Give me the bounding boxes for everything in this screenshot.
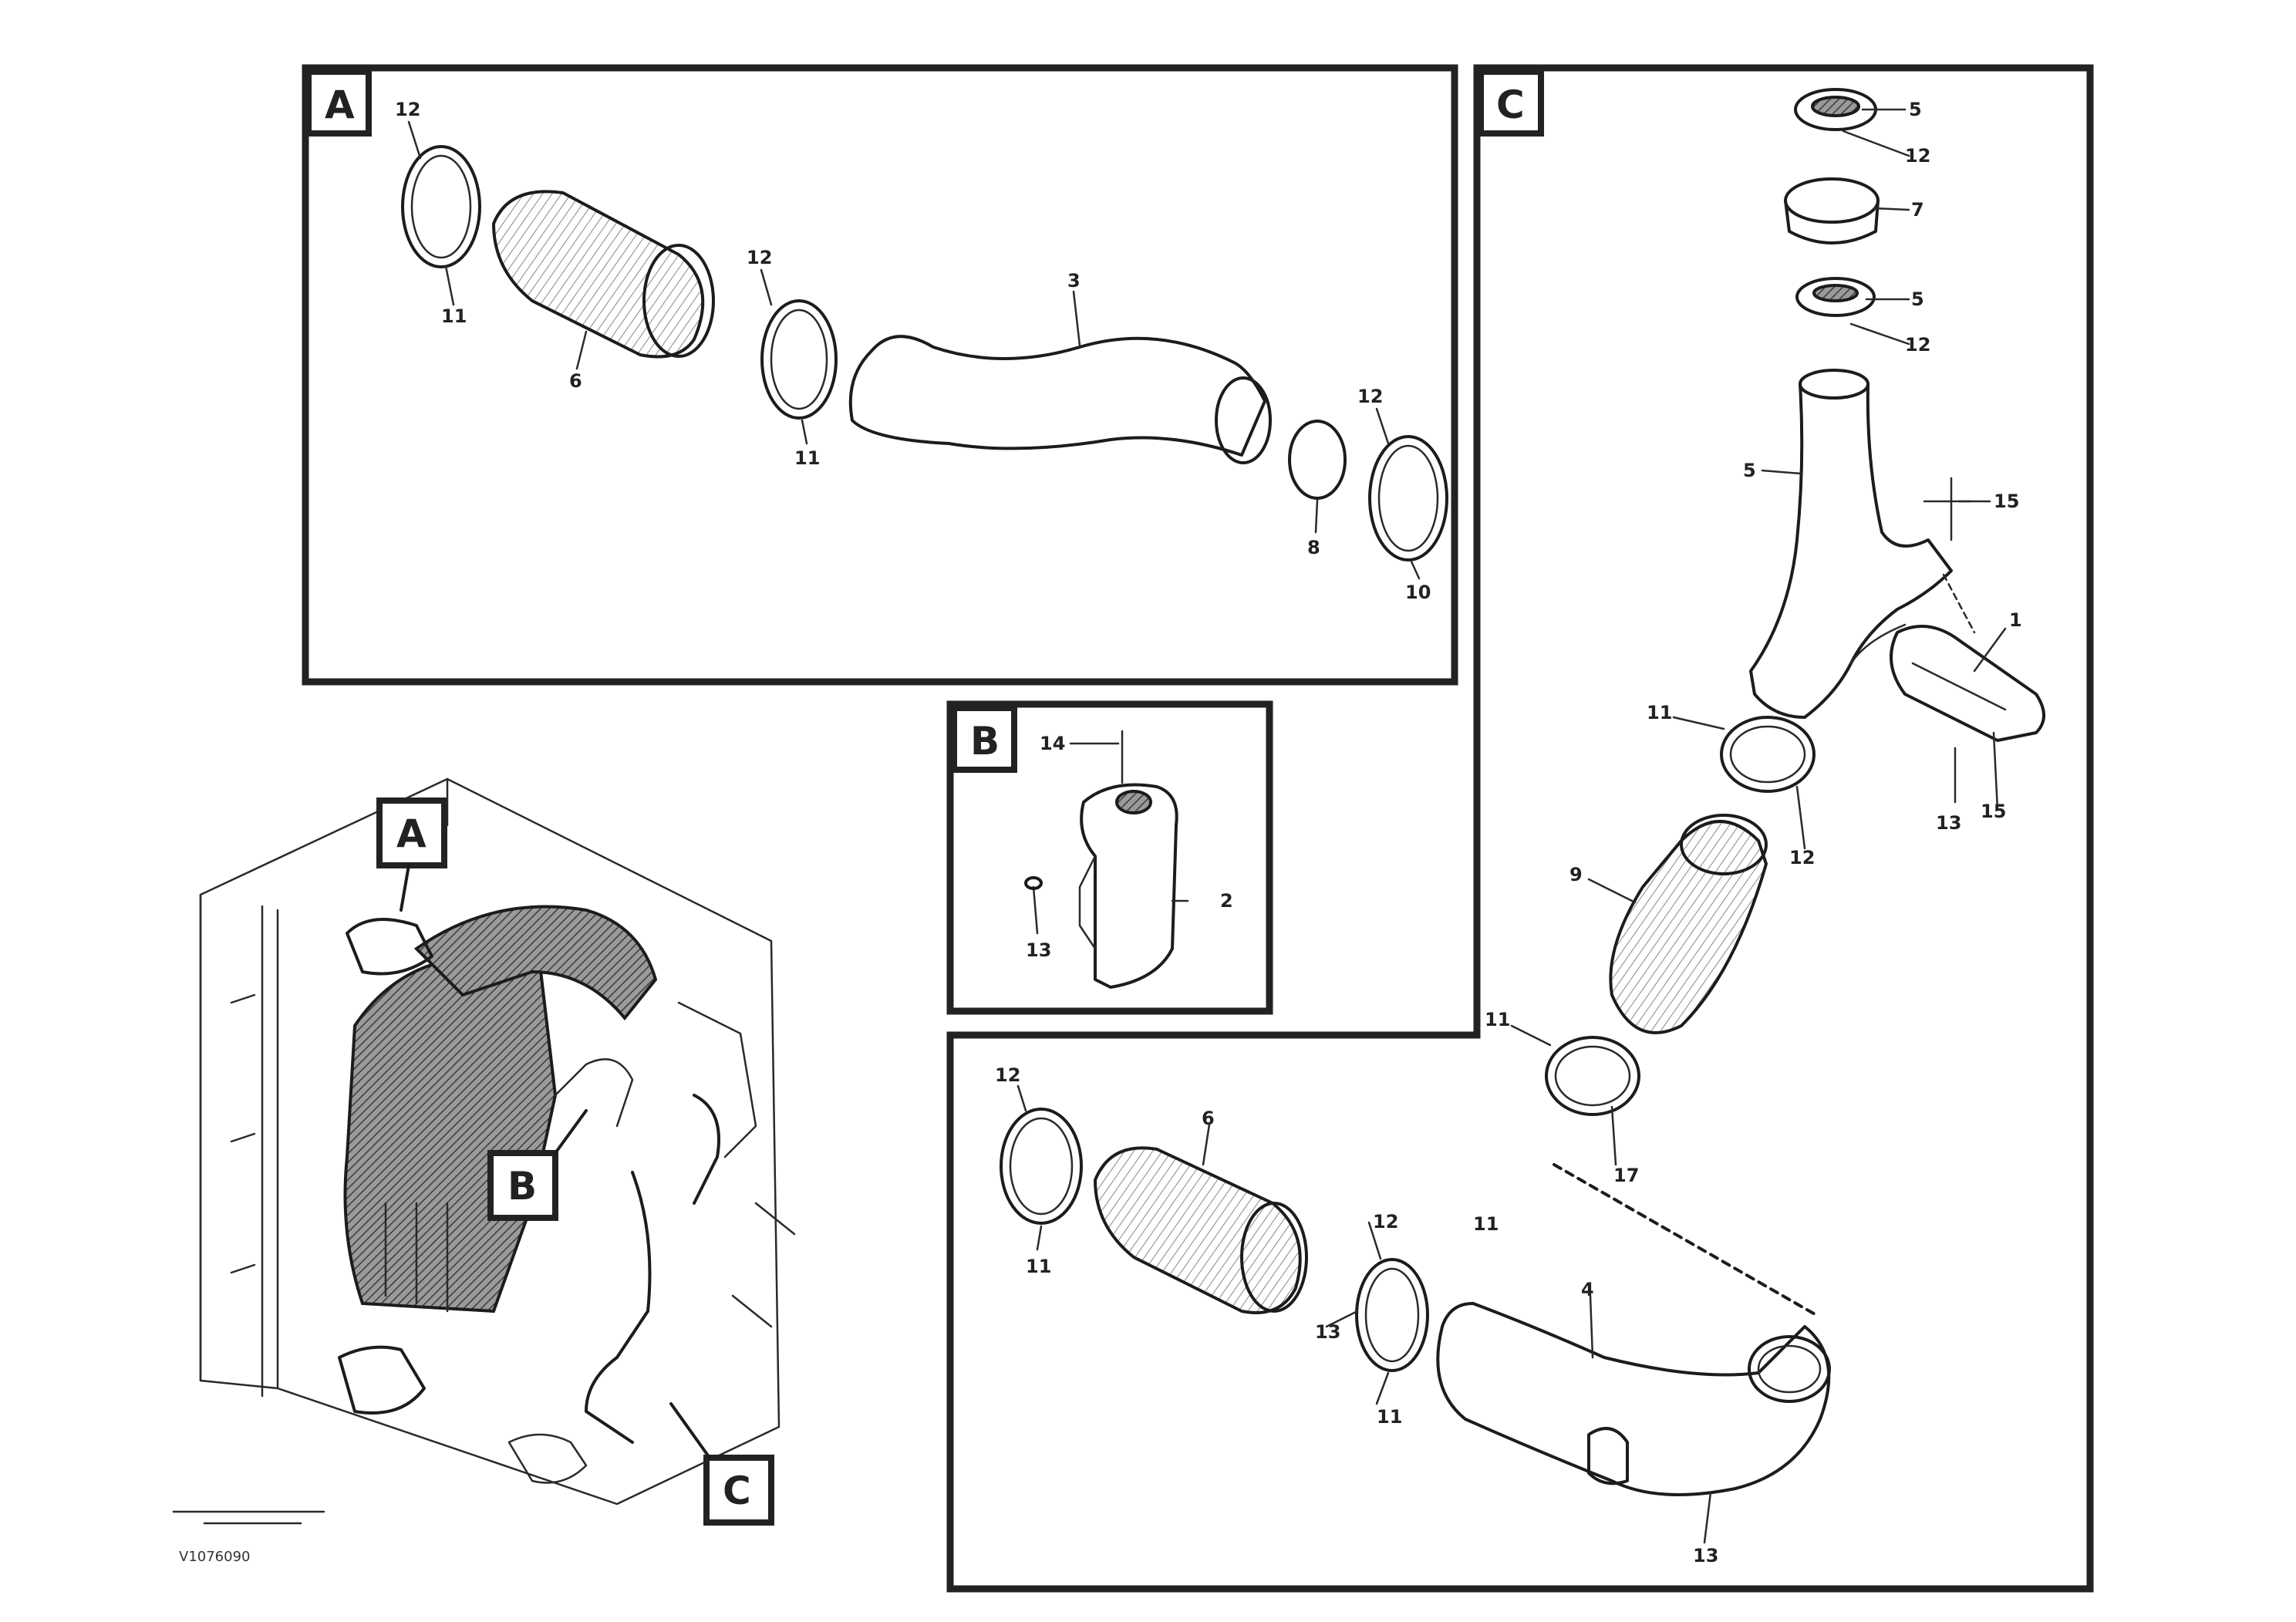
view-b-frame [946,700,1273,1015]
overview-callout-b: B [507,1164,537,1209]
clamp [760,299,838,420]
part-label: 10 [1405,582,1431,603]
bracket [1080,783,1178,989]
part-label: 12 [1373,1211,1398,1233]
riser-pipe [1749,383,1953,719]
part-label: 11 [1026,1256,1051,1277]
part-label: 13 [1693,1545,1718,1566]
part-label: 12 [395,99,420,120]
engine-block [343,954,558,1313]
part-label: 11 [794,447,820,469]
view-a: A 12 11 6 12 11 3 12 8 10 [302,64,1458,686]
part-label: 6 [569,370,582,392]
view-c-frame [946,64,2094,1593]
part-label: 4 [1581,1279,1594,1300]
view-c: C [946,64,2094,1593]
guide-line [1553,1163,1818,1317]
pre-cleaner [1784,177,1880,224]
part-label: 12 [995,1064,1020,1086]
part-label: 12 [1789,847,1815,868]
overview-callout-b-box [487,1150,558,1221]
part-label: 12 [1905,334,1930,356]
flex-hose [1609,820,1768,1034]
part-label: 12 [747,247,772,268]
part-label: 9 [1569,864,1583,885]
overview-callout-a-box [376,798,447,868]
pipe-inlet [1799,369,1870,400]
part-label: 2 [1220,890,1233,912]
part-label: 3 [1067,270,1081,292]
intake-pipe [848,335,1266,457]
part-label: 5 [1911,288,1924,310]
overview-callout-a: A [396,811,426,856]
part-label: 6 [1202,1108,1215,1129]
view-b-tag-box [951,705,1017,773]
part-label: 15 [1994,491,2019,512]
clamp [1720,716,1816,793]
view-c-tag-box [1478,69,1544,137]
part-label: 11 [1647,702,1672,723]
part-label: 13 [1936,812,1961,834]
drawing-id: V1076090 [179,1549,250,1565]
part-label: 12 [1357,386,1383,407]
view-a-frame [302,64,1458,686]
part-label: 17 [1613,1165,1639,1186]
part-label: 11 [441,305,467,327]
part-label: 13 [1315,1321,1340,1343]
part-label: 11 [1485,1009,1510,1030]
adapter [1795,277,1876,317]
part-label: 5 [1743,460,1756,481]
air-cleaner-housing [413,905,658,1021]
view-a-tag-box [305,69,372,137]
machine-overview: A B C V1076090 [172,777,796,1565]
view-b: B 14 2 13 [946,700,1273,1015]
machine-outline [199,777,781,1506]
part-label: 1 [2009,609,2022,631]
seal-ring [1288,420,1347,500]
view-b-tag: B [970,719,1000,764]
clamp [401,145,481,268]
part-label: 14 [1040,733,1065,754]
view-a-tag: A [325,83,355,127]
mounting-bracket [1890,625,2045,742]
clamp [1000,1108,1083,1225]
part-label: 13 [1026,939,1051,961]
part-label: 8 [1307,537,1320,558]
overview-callout-c-box [703,1455,774,1526]
part-label: 11 [1473,1213,1499,1235]
overview-callout-c: C [723,1469,751,1513]
part-label: 15 [1981,801,2006,822]
clamp [1545,1036,1640,1116]
part-label: 12 [1905,145,1930,167]
hose-sleeve [491,190,705,359]
view-c-tag: C [1496,83,1525,127]
lower-intake [338,1345,426,1415]
clamp [1368,435,1448,561]
part-label: 5 [1909,99,1922,120]
part-label: 7 [1911,199,1924,221]
hose-sleeve [1093,1146,1302,1314]
elbow-pipe [1436,1302,1831,1496]
clamp [1355,1258,1429,1372]
part-label: 11 [1377,1406,1402,1428]
